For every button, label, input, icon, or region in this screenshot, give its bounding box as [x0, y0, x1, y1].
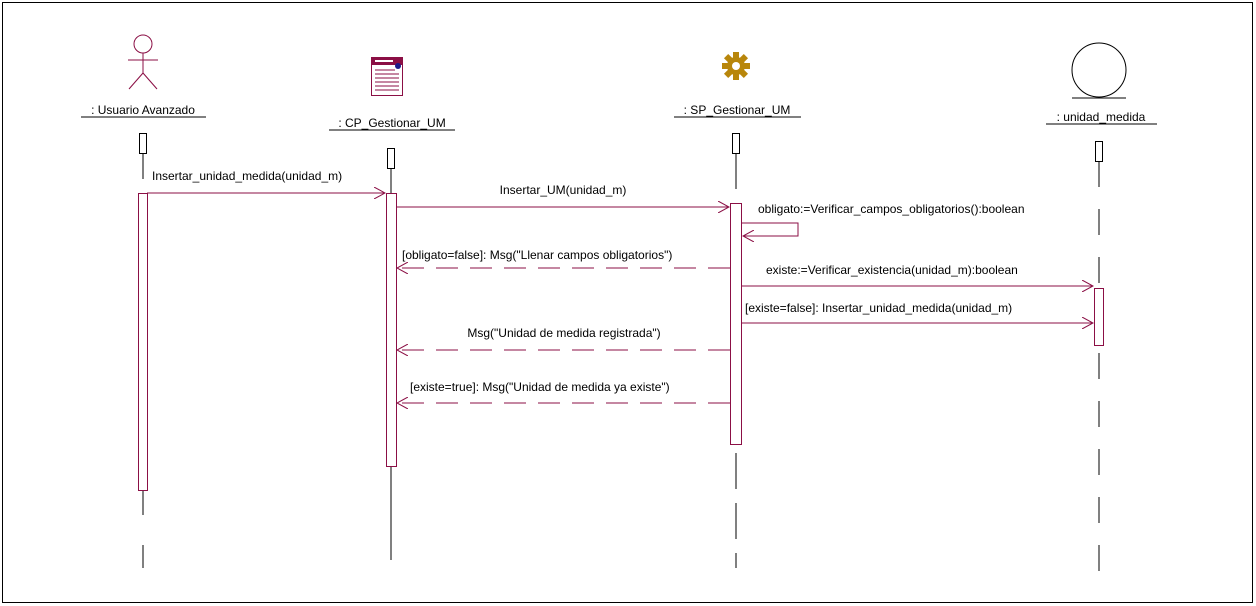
message-m1: Insertar_unidad_medida(unidad_m) — [147, 169, 385, 193]
participant-label: : SP_Gestionar_UM — [684, 103, 791, 117]
participant-sp: : SP_Gestionar_UM — [674, 52, 801, 568]
lifeline-head — [732, 133, 740, 154]
message-m2: Insertar_UM(unidad_m) — [397, 183, 729, 207]
message-m7: Msg("Unidad de medida registrada") — [397, 326, 730, 350]
message-label: [existe=true]: Msg("Unidad de medida ya … — [410, 380, 670, 394]
lifeline-head — [387, 148, 395, 169]
message-arrow — [742, 222, 799, 236]
message-m6: [existe=false]: Insertar_unidad_medida(u… — [742, 301, 1093, 323]
participant-label: : CP_Gestionar_UM — [338, 116, 445, 130]
participant-usuario: : Usuario Avanzado — [81, 34, 206, 568]
message-label: Msg("Unidad de medida registrada") — [467, 326, 660, 340]
activation-bar — [1094, 288, 1104, 346]
message-label: Insertar_unidad_medida(unidad_m) — [152, 169, 342, 183]
participant-label: : Usuario Avanzado — [91, 103, 195, 117]
actor-icon — [128, 34, 158, 90]
message-label: [obligato=false]: Msg("Llenar campos obl… — [402, 248, 672, 262]
message-label: existe:=Verificar_existencia(unidad_m):b… — [766, 263, 1018, 277]
participant-cp: : CP_Gestionar_UM — [329, 57, 455, 560]
participant-label: : unidad_medida — [1057, 110, 1146, 124]
control-gear-icon — [722, 52, 750, 80]
participant-um: : unidad_medida — [1046, 42, 1157, 582]
lifeline-head — [139, 133, 147, 154]
lifeline-head — [1095, 141, 1103, 162]
message-m4: [obligato=false]: Msg("Llenar campos obl… — [397, 248, 730, 268]
entity-circle-icon — [1071, 42, 1127, 99]
activation-bar — [138, 193, 148, 491]
message-m5: existe:=Verificar_existencia(unidad_m):b… — [742, 263, 1093, 286]
message-label: Insertar_UM(unidad_m) — [500, 183, 627, 197]
boundary-form-icon — [371, 57, 403, 96]
message-label: obligato:=Verificar_campos_obligatorios(… — [758, 202, 1025, 216]
message-label: [existe=false]: Insertar_unidad_medida(u… — [745, 301, 1012, 315]
message-m8: [existe=true]: Msg("Unidad de medida ya … — [397, 380, 730, 403]
message-m3: obligato:=Verificar_campos_obligatorios(… — [742, 202, 1025, 236]
activation-bar — [730, 203, 742, 445]
activation-bar — [386, 193, 397, 467]
